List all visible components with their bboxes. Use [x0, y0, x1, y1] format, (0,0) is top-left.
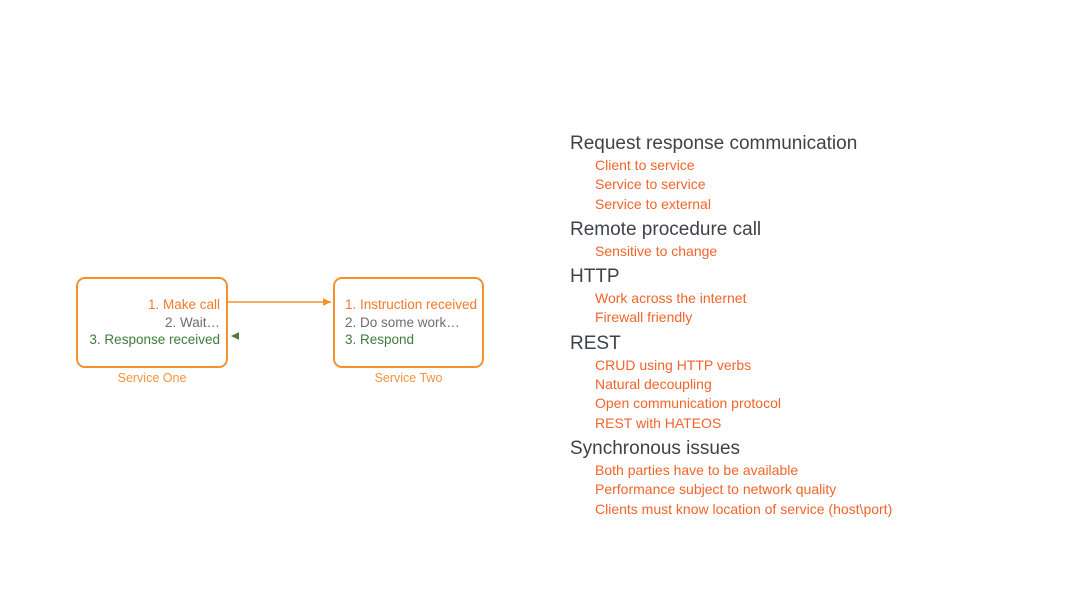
service-one-step-2: 2. Wait…	[164, 314, 220, 330]
outline-item: Firewall friendly	[595, 309, 693, 326]
service-one-step-3: 3. Response received	[89, 332, 220, 347]
outline-sublist: CRUD using HTTP verbs Natural decoupling…	[570, 356, 1040, 433]
outline-item: REST with HATEOS	[595, 414, 722, 431]
service-two-step-1: 1. Instruction received	[345, 297, 478, 312]
topic-outline: Request response communication Client to…	[570, 132, 1040, 519]
outline-item: Work across the internet	[595, 290, 747, 307]
service-two-caption: Service Two	[374, 371, 443, 385]
outline-item: Service to external	[595, 195, 711, 212]
outline-group-rest: REST CRUD using HTTP verbs Natural decou…	[570, 332, 1040, 433]
outline-sublist: Both parties have to be available Perfor…	[570, 461, 1040, 519]
outline-sublist: Work across the internet Firewall friend…	[570, 289, 1040, 328]
service-two-box[interactable]: 1. Instruction received 2. Do some work……	[333, 277, 484, 368]
outline-heading: Request response communication	[570, 133, 858, 154]
outline-item: Service to service	[595, 176, 706, 193]
service-one-caption: Service One	[117, 371, 187, 385]
outline-group-request-response-communication: Request response communication Client to…	[570, 132, 1040, 214]
service-interaction-diagram: 1. Make call 2. Wait… 3. Response receiv…	[76, 277, 484, 385]
outline-item: Natural decoupling	[595, 376, 712, 393]
outline-sublist: Client to service Service to service Ser…	[570, 156, 1040, 214]
service-two-steps: 1. Instruction received 2. Do some work……	[345, 296, 477, 349]
service-two-step-2: 2. Do some work…	[345, 314, 460, 330]
outline-item: CRUD using HTTP verbs	[595, 356, 752, 373]
service-one-box[interactable]: 1. Make call 2. Wait… 3. Response receiv…	[76, 277, 228, 368]
outline-heading: Synchronous issues	[570, 437, 741, 459]
outline-heading: HTTP	[570, 266, 620, 288]
service-two-step-3: 3. Respond	[345, 332, 415, 347]
service-one-steps: 1. Make call 2. Wait… 3. Response receiv…	[89, 296, 220, 349]
outline-group-synchronous-issues: Synchronous issues Both parties have to …	[570, 437, 1040, 519]
outline-item: Sensitive to change	[595, 242, 718, 259]
outline-heading: REST	[570, 332, 621, 354]
outline-heading: Remote procedure call	[570, 218, 762, 240]
outline-group-http: HTTP Work across the internet Firewall f…	[570, 265, 1040, 328]
outline-item: Performance subject to network quality	[595, 481, 837, 498]
outline-item: Open communication protocol	[595, 395, 781, 412]
outline-group-remote-procedure-call: Remote procedure call Sensitive to chang…	[570, 218, 1040, 261]
outline-item: Both parties have to be available	[595, 461, 799, 478]
outline-item: Clients must know location of service (h…	[595, 500, 893, 517]
outline-item: Client to service	[595, 157, 695, 173]
outline-sublist: Sensitive to change	[570, 242, 1040, 261]
service-one-step-1: 1. Make call	[147, 297, 220, 312]
